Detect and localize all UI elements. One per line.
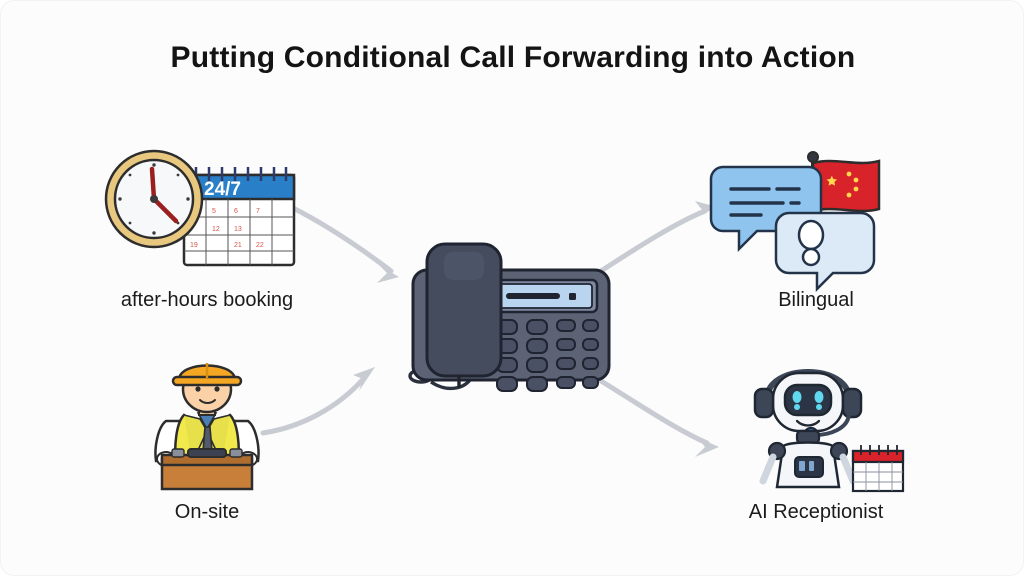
construction-worker-icon: [92, 353, 322, 493]
robot-headset-icon: [701, 353, 931, 493]
node-label-after-hours: after-hours booking: [120, 289, 294, 311]
svg-text:19: 19: [190, 242, 198, 249]
svg-text:7: 7: [256, 208, 260, 215]
arrow-phone-to-ai: [597, 367, 742, 462]
svg-text:24/7: 24/7: [204, 179, 241, 200]
svg-text:5: 5: [212, 208, 216, 215]
arrow-after-hours-to-phone: [287, 197, 417, 292]
svg-text:21: 21: [234, 242, 242, 249]
node-onsite: On-site: [92, 353, 322, 524]
page-title: Putting Conditional Call Forwarding into…: [170, 41, 856, 74]
node-ai-receptionist: AI Receptionist: [701, 353, 931, 524]
svg-text:12: 12: [212, 226, 220, 233]
node-label-onsite: On-site: [174, 501, 240, 523]
chat-bubbles-flag-icon: [701, 141, 931, 293]
node-label-ai-receptionist: AI Receptionist: [748, 501, 884, 523]
node-after-hours-booking: 24/7 5 6 7 12 13 19 21 22: [92, 141, 322, 312]
clock-calendar-icon: 24/7 5 6 7 12 13 19 21 22: [92, 141, 322, 281]
node-label-bilingual: Bilingual: [778, 289, 854, 311]
svg-text:13: 13: [234, 226, 242, 233]
svg-text:22: 22: [256, 242, 264, 249]
arrow-onsite-to-phone: [257, 353, 397, 448]
desk-phone-icon: [393, 226, 633, 406]
node-bilingual: Bilingual: [701, 141, 931, 312]
svg-text:6: 6: [234, 208, 238, 215]
